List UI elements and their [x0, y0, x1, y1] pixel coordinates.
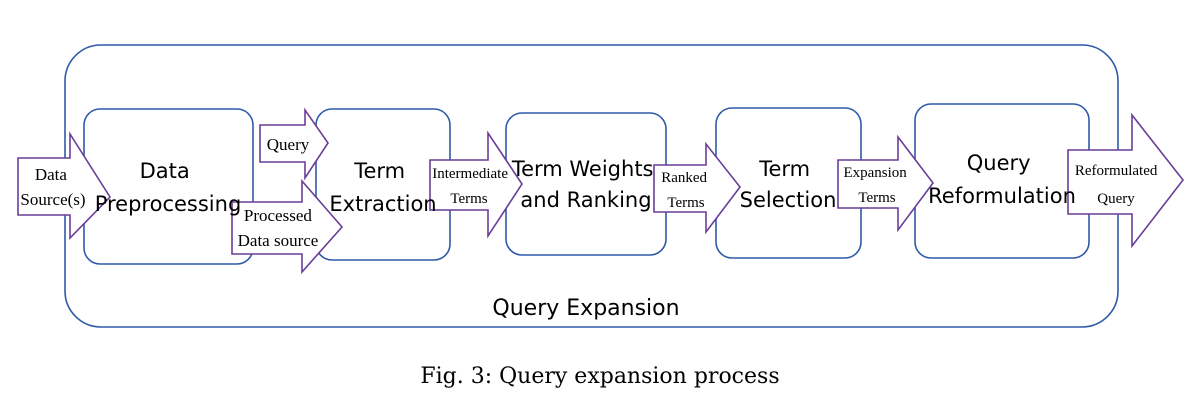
- stage-label-weights: Term Weights and Ranking: [511, 157, 660, 212]
- stage-label-extraction: Term Extraction: [329, 159, 436, 216]
- arrow-label-expansion: Expansion Terms: [843, 165, 910, 206]
- arrow-label-reformulated: Reformulated Query: [1075, 163, 1161, 207]
- arrow-expansion: [837, 134, 935, 233]
- outer-label: Query Expansion: [492, 296, 679, 321]
- arrow-label-intermediate: Intermediate Terms: [432, 166, 512, 207]
- arrow-processed: [231, 178, 344, 275]
- stage-box-reformulation: [914, 103, 1090, 259]
- arrow-reformulated: [1067, 112, 1185, 249]
- stage-label-reformulation: Query Reformulation: [928, 151, 1076, 208]
- figure-caption: Fig. 3: Query expansion process: [420, 364, 780, 389]
- arrow-data-sources: [17, 131, 112, 240]
- arrow-intermediate: [429, 130, 523, 239]
- arrow-ranked: [653, 141, 742, 235]
- stage-label-preprocessing: Data Preprocessing: [95, 159, 242, 216]
- stage-box-weights: [505, 112, 667, 256]
- arrow-query: [259, 107, 329, 181]
- stage-box-preprocessing: [83, 108, 254, 265]
- arrow-label-query: Query: [267, 135, 310, 154]
- arrow-label-ranked: Ranked Terms: [661, 170, 711, 211]
- arrow-label-processed: Processed Data source: [238, 206, 319, 250]
- arrow-label-data-sources: Data Source(s): [20, 165, 85, 209]
- stage-label-selection: Term Selection: [740, 157, 837, 212]
- query-expansion-diagram: Data Preprocessing Term Extraction Term …: [17, 44, 1185, 328]
